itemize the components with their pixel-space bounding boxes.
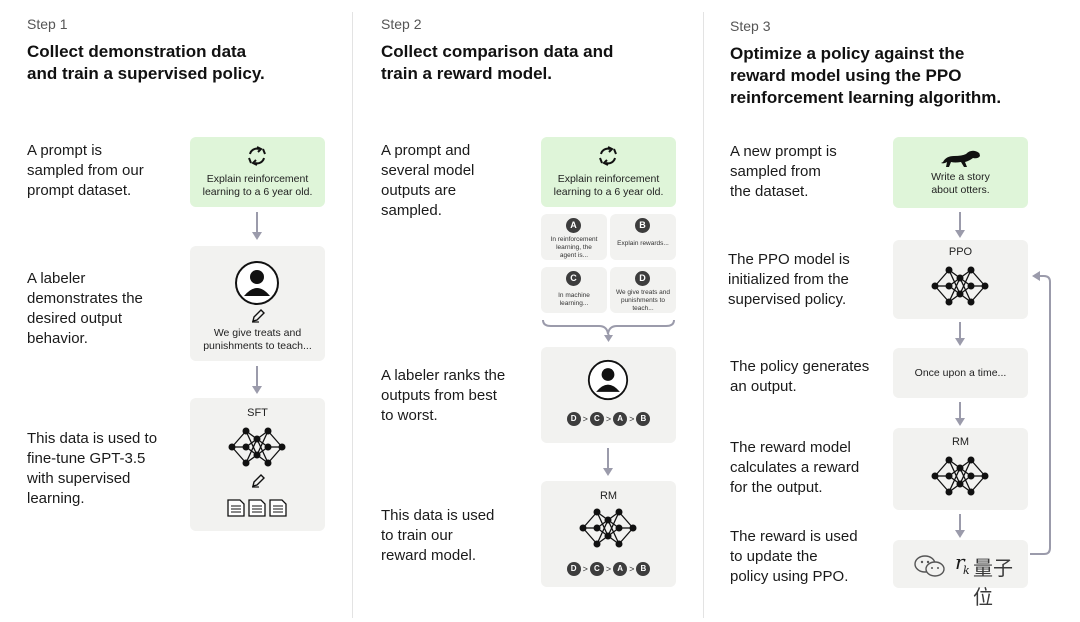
neural-network-icon (931, 266, 989, 306)
neural-network-icon (228, 427, 286, 467)
step1-title: Collect demonstration data and train a s… (27, 42, 265, 83)
neural-network-icon (931, 456, 989, 496)
rm-label: RM (599, 490, 618, 502)
sft-label: SFT (247, 407, 268, 419)
step3-label: Step 3 (730, 18, 771, 34)
step2-desc-rank: A labeler ranks the outputs from best to… (381, 367, 506, 424)
output-card-d: D We give treats and punishments to teac… (610, 267, 676, 313)
watermark: 量子位 (973, 558, 1013, 609)
output-text: We give treats and punishments to teach.… (615, 289, 671, 312)
step3-arrow-4 (955, 514, 965, 538)
documents-icon (227, 499, 287, 517)
rank-badge: D (566, 412, 581, 426)
step2-prompt-box: Explain reinforcement learning to a 6 ye… (541, 137, 676, 207)
ranking-row: D> C> A> B (541, 562, 676, 576)
labeler-icon (235, 261, 279, 305)
step1-arrow-2 (252, 366, 262, 394)
step1-sft-box: SFT (190, 398, 325, 531)
step2-rm-box: RM D> C> A> B (541, 481, 676, 587)
neural-network-icon (579, 508, 637, 548)
output-text: In reinforcement learning, the agent is.… (550, 236, 598, 259)
output-badge: C (566, 271, 581, 286)
otter-icon (941, 150, 980, 167)
step2-prompt-text: Explain reinforcement learning to a 6 ye… (553, 173, 664, 198)
rank-badge: C (589, 562, 604, 576)
step3-desc-reward: The reward model calculates a reward for… (730, 439, 860, 496)
step1-desc-demo: A labeler demonstrates the desired outpu… (27, 270, 143, 347)
step3-output-box: Once upon a time... (893, 348, 1028, 398)
step1-arrow-1 (252, 212, 262, 240)
rank-badge: B (636, 562, 651, 576)
step1-prompt-box: Explain reinforcement learning to a 6 ye… (190, 137, 325, 207)
step3-arrow-1 (955, 212, 965, 238)
step3-desc-update: The reward is used to update the policy … (730, 528, 858, 585)
step3-desc-ppo: The PPO model is initialized from the su… (728, 251, 850, 308)
step2-title: Collect comparison data and train a rewa… (381, 42, 614, 83)
output-card-a: A In reinforcement learning, the agent i… (541, 214, 607, 260)
step3-reward-box: r k 量子位 (893, 540, 1028, 609)
rm-label: RM (951, 436, 970, 448)
step3-ppo-box: PPO (893, 240, 1028, 319)
step3-prompt-text: Write a story about otters. (931, 171, 990, 196)
rank-badge: A (613, 412, 628, 426)
step3-desc-prompt: A new prompt is sampled from the dataset… (730, 143, 837, 200)
step3-rm-box: RM (893, 428, 1028, 510)
step1-demo-box: We give treats and punishments to teach.… (190, 246, 325, 361)
step1-demo-text: We give treats and punishments to teach.… (203, 327, 312, 352)
step2-rank-box: D> C> A> B (541, 347, 676, 443)
step3-arrow-3 (955, 402, 965, 426)
recycle-icon (599, 146, 617, 166)
labeler-icon (587, 359, 629, 401)
output-badge: A (566, 218, 581, 233)
column-divider-2 (703, 12, 704, 618)
recycle-icon (248, 146, 266, 166)
rank-badge: B (636, 412, 651, 426)
ppo-label: PPO (948, 246, 973, 258)
rank-badge: A (613, 562, 628, 576)
output-card-b: B Explain rewards... (610, 214, 676, 260)
pencil-icon (252, 309, 265, 323)
brace-icon (542, 319, 675, 342)
output-badge: B (635, 218, 650, 233)
step3-arrow-2 (955, 322, 965, 346)
ranking-row: D> C> A> B (541, 412, 676, 426)
output-text: In machine learning... (558, 292, 590, 307)
step1-label: Step 1 (27, 16, 68, 32)
rank-badge: D (566, 562, 581, 576)
output-text: Explain rewards... (617, 240, 669, 247)
step2-desc-train: This data is used to train our reward mo… (381, 507, 495, 564)
step2-desc-sample: A prompt and several model outputs are s… (381, 142, 475, 219)
wechat-icon (914, 555, 945, 577)
pencil-icon (252, 474, 265, 488)
step1-desc-prompt: A prompt is sampled from our prompt data… (27, 142, 144, 199)
step1-prompt-text: Explain reinforcement learning to a 6 ye… (202, 173, 313, 198)
step2-arrow (603, 448, 613, 476)
rank-badge: C (589, 412, 604, 426)
step3-output-text: Once upon a time... (914, 367, 1007, 379)
step3-desc-output: The policy generates an output. (730, 358, 870, 395)
output-card-c: C In machine learning... (541, 267, 607, 313)
feedback-loop-arrow (1030, 271, 1051, 555)
reward-symbol: r (955, 550, 965, 574)
column-divider-1 (352, 12, 353, 618)
output-badge: D (635, 271, 650, 286)
reward-subscript: k (963, 564, 970, 577)
step3-title: Optimize a policy against the reward mod… (730, 44, 1002, 107)
step3-prompt-box: Write a story about otters. (893, 137, 1028, 208)
step2-label: Step 2 (381, 16, 422, 32)
step1-desc-finetune: This data is used to fine-tune GPT-3.5 w… (27, 430, 158, 507)
